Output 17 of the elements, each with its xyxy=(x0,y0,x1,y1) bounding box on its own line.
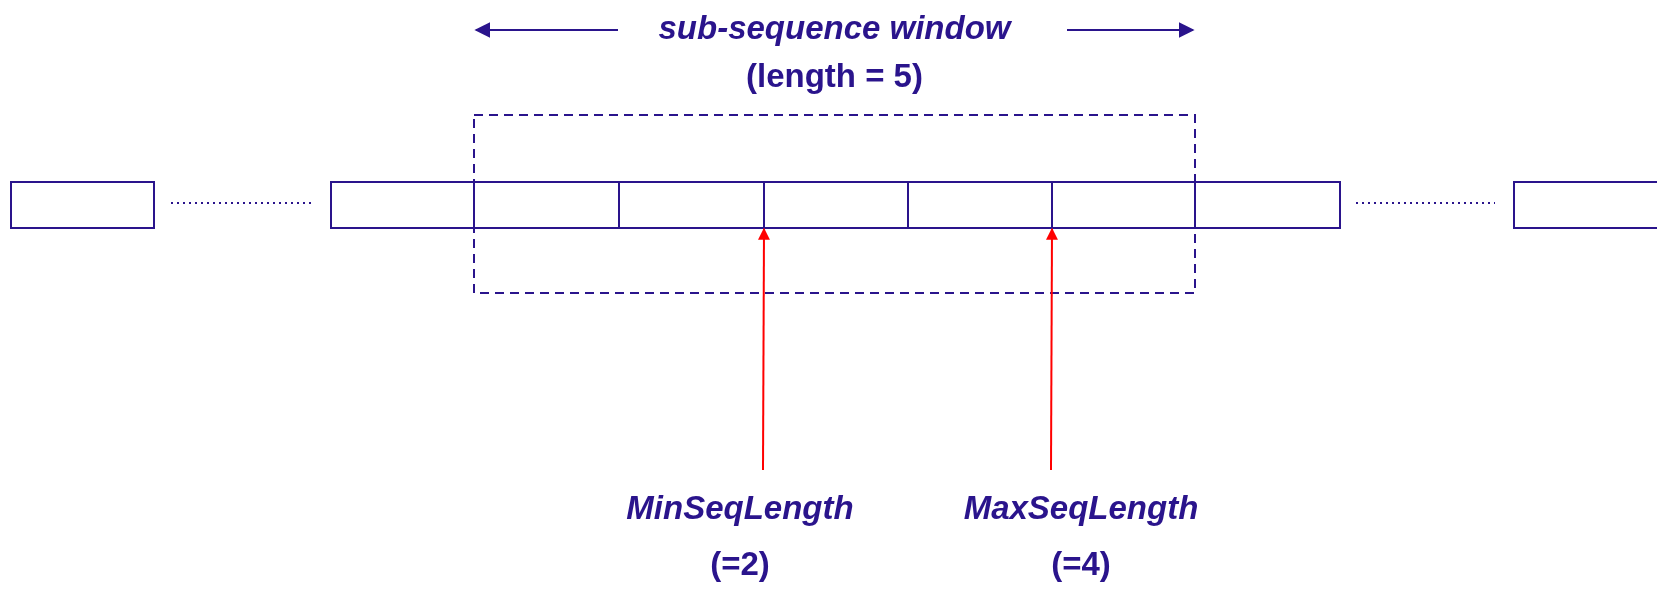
pointer-arrow xyxy=(757,227,770,471)
sequence-cell xyxy=(473,181,620,229)
sequence-cell xyxy=(1513,181,1657,229)
parameter-name: MaxSeqLength xyxy=(963,488,1199,528)
parameter-value: (=4) xyxy=(1051,544,1111,584)
window-title: sub-sequence window xyxy=(658,8,1011,48)
sequence-cell xyxy=(907,181,1053,229)
sequence-cell xyxy=(1051,181,1196,229)
sequence-cell xyxy=(10,181,155,229)
sequence-cell xyxy=(330,181,475,229)
window-length-label: (length = 5) xyxy=(746,56,923,96)
pointer-arrow xyxy=(1045,227,1058,471)
sequence-cell xyxy=(618,181,765,229)
parameter-name: MinSeqLength xyxy=(626,488,854,528)
parameter-value: (=2) xyxy=(710,544,770,584)
sequence-cell xyxy=(1194,181,1341,229)
sequence-cell xyxy=(763,181,909,229)
